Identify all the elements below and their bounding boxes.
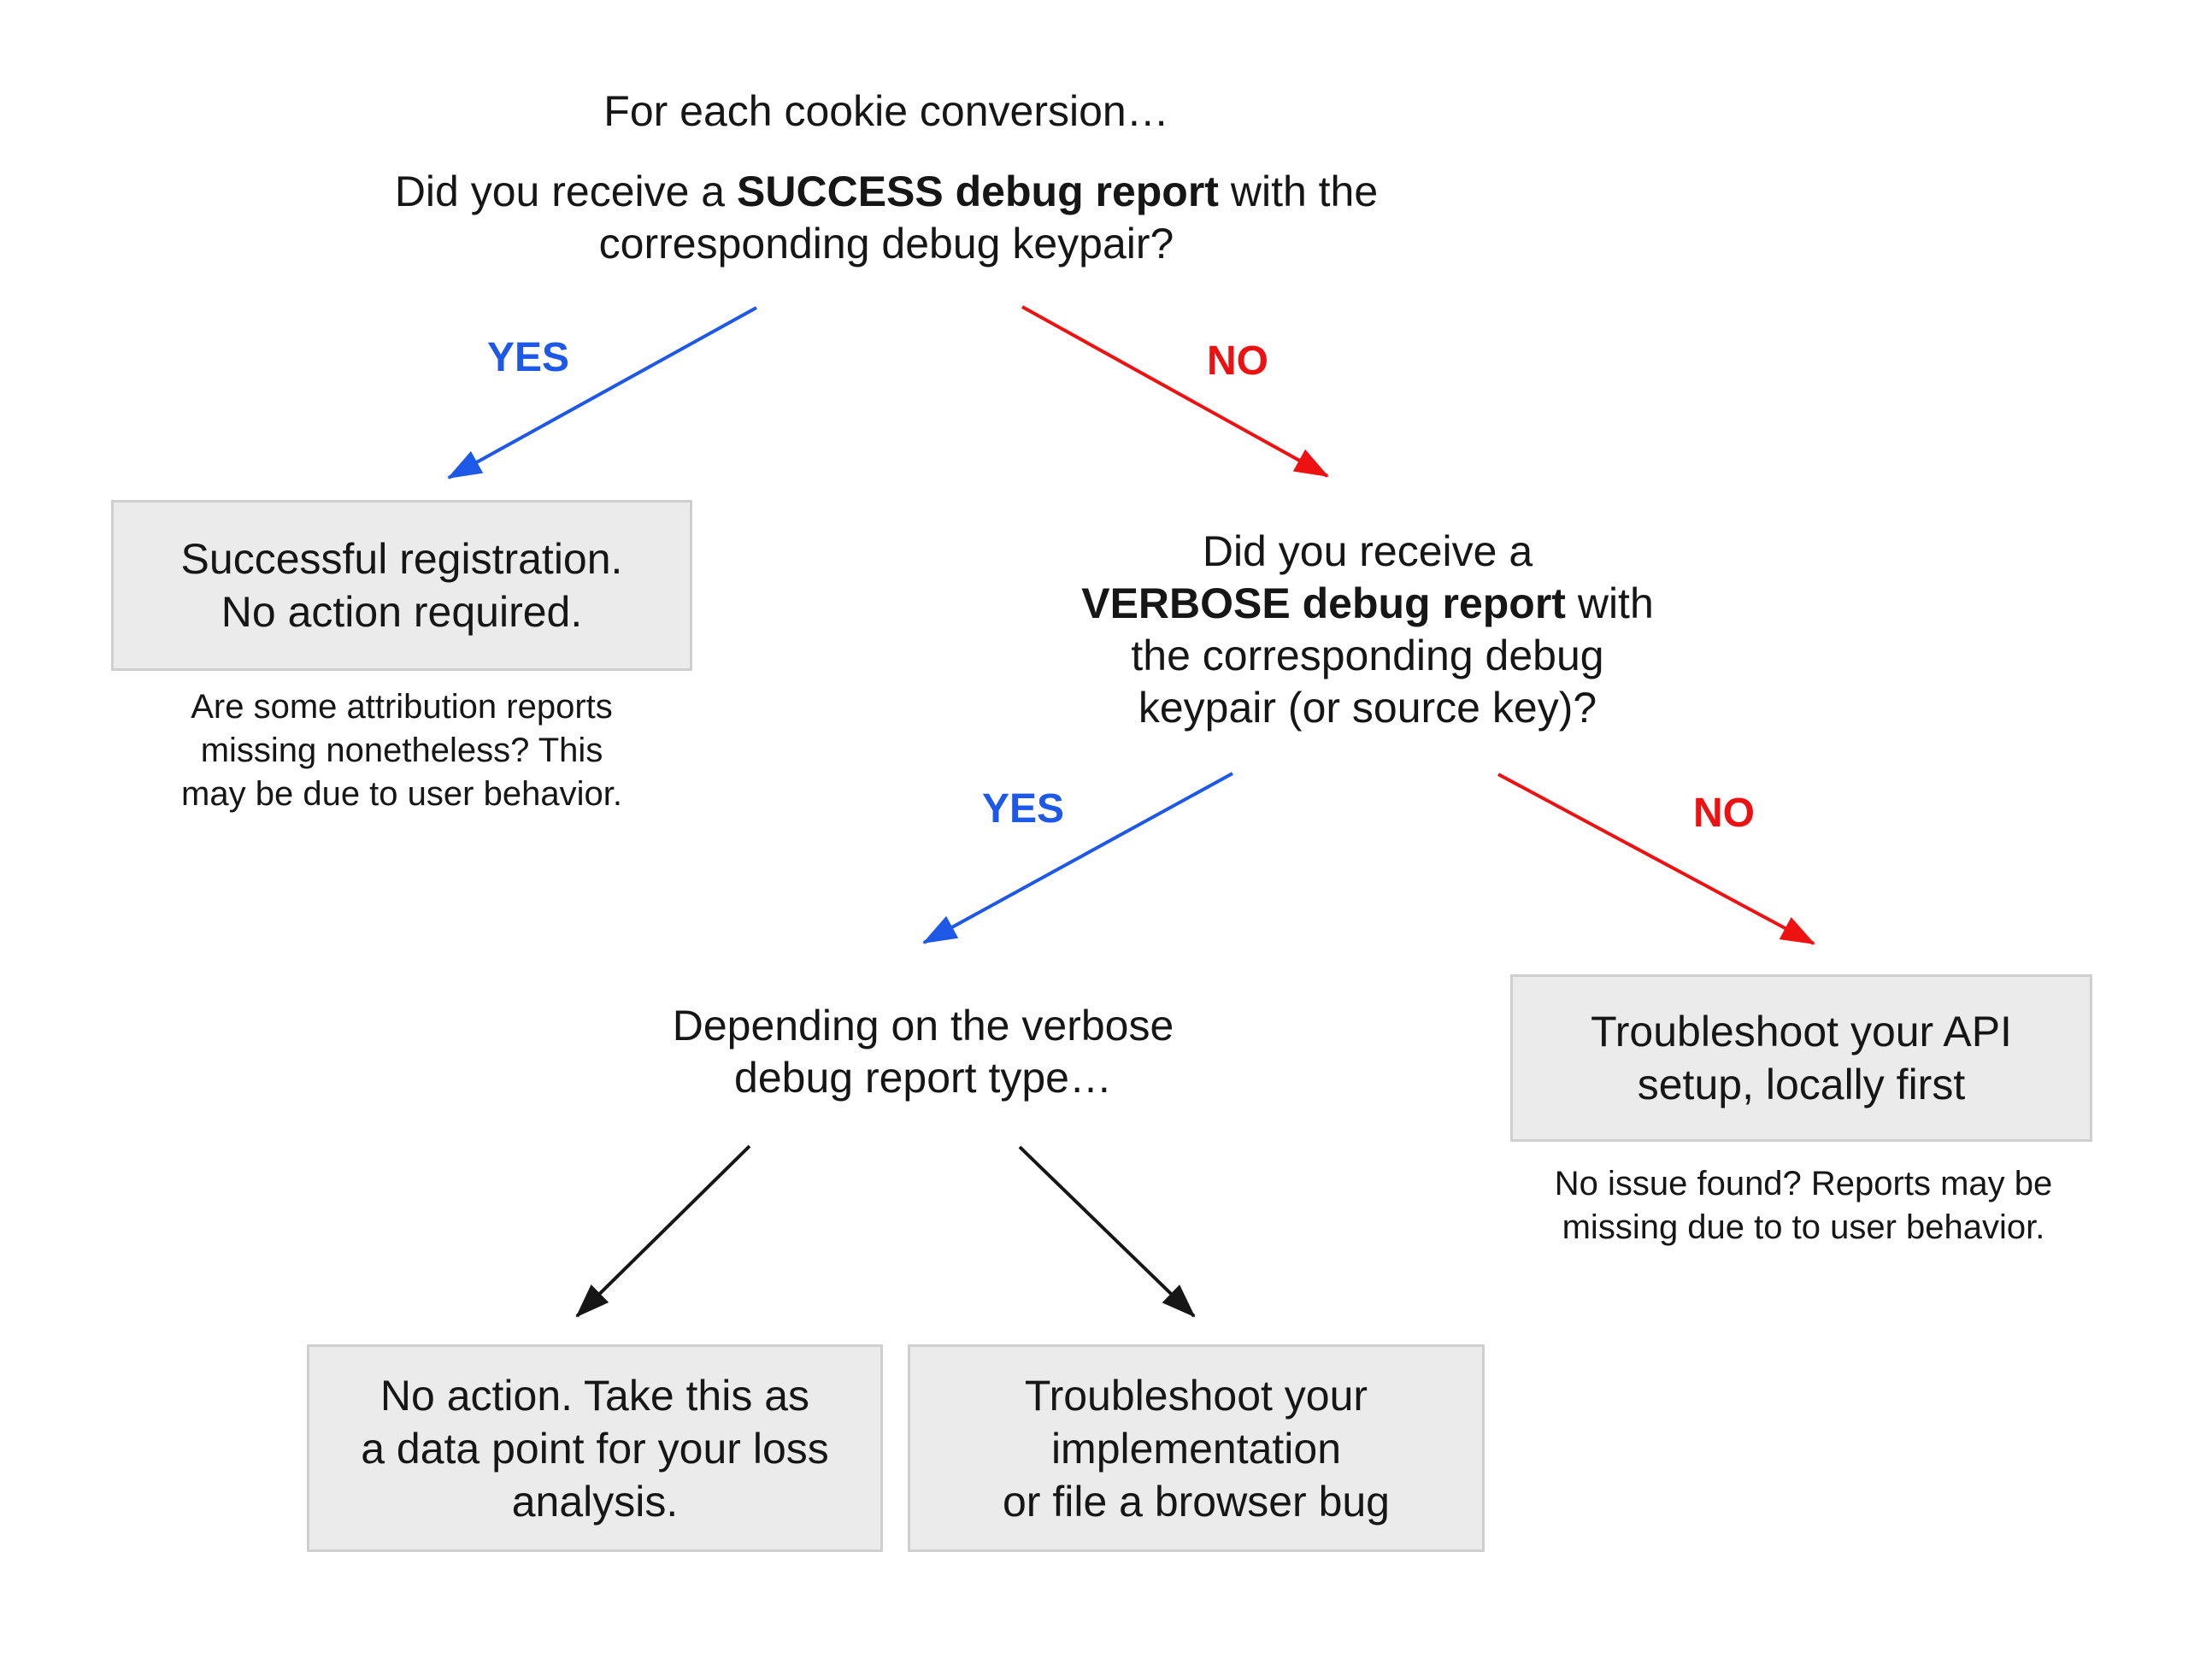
question-verbose-report: Did you receive a VERBOSE debug report w… <box>1043 526 1692 734</box>
question-bold-text: SUCCESS debug report <box>737 168 1219 215</box>
box-troubleshoot-implementation: Troubleshoot your implementation or file… <box>908 1344 1485 1552</box>
no-label-verbose-branch: NO <box>1693 791 1755 836</box>
box-troubleshoot-api: Troubleshoot your API setup, locally fir… <box>1510 974 2092 1142</box>
node-line: Depending on the verbose <box>672 1002 1174 1049</box>
note-line: may be due to user behavior. <box>181 775 622 813</box>
yes-arrow-success-branch <box>447 306 757 479</box>
no-arrow-success-branch <box>1021 305 1329 478</box>
yes-label-success-branch: YES <box>486 335 570 380</box>
box-line: implementation <box>1050 1424 1342 1473</box>
question-line: corresponding debug keypair? <box>598 220 1174 268</box>
box-line: Troubleshoot your <box>1024 1371 1368 1420</box>
box-text: Troubleshoot your implementation or file… <box>1003 1369 1390 1528</box>
box-line: or file a browser bug <box>1002 1477 1390 1526</box>
note-line: Are some attribution reports <box>191 688 613 726</box>
box-no-action-loss-analysis: No action. Take this as a data point for… <box>307 1344 883 1552</box>
diagram-title: For each cookie conversion… <box>603 87 1169 135</box>
question-line: VERBOSE debug report with <box>1043 578 1692 630</box>
box-successful-registration: Successful registration. No action requi… <box>111 500 692 671</box>
question-text: with the <box>1218 168 1379 215</box>
box-line: Successful registration. <box>180 535 623 583</box>
box-text: Troubleshoot your API setup, locally fir… <box>1591 1005 2012 1111</box>
node-depending-on-type: Depending on the verbose debug report ty… <box>624 1000 1222 1104</box>
box-text: No action. Take this as a data point for… <box>361 1369 829 1528</box>
question-success-report: Did you receive a SUCCESS debug report w… <box>331 166 1442 270</box>
question-line: Did you receive a <box>1202 527 1533 575</box>
no-label-success-branch: NO <box>1207 338 1268 384</box>
box-text: Successful registration. No action requi… <box>181 532 623 638</box>
note-no-issue-found: No issue found? Reports may be missing d… <box>1462 1162 2145 1249</box>
yes-label-verbose-branch: YES <box>981 786 1065 832</box>
box-line: analysis. <box>511 1477 679 1526</box>
arrow-to-implementation-box <box>1018 1145 1196 1318</box>
question-text: Did you receive a <box>394 168 738 215</box>
box-line: setup, locally first <box>1637 1061 1966 1108</box>
question-text: with <box>1565 579 1654 627</box>
question-line: the corresponding debug <box>1131 632 1604 679</box>
box-line: a data point for your loss <box>361 1424 829 1473</box>
note-line: missing due to to user behavior. <box>1562 1208 2045 1246</box>
box-line: No action. Take this as <box>379 1371 810 1420</box>
note-line: No issue found? Reports may be <box>1554 1165 2053 1202</box>
node-line: debug report type… <box>734 1054 1112 1102</box>
question-bold-text: VERBOSE debug report <box>1081 579 1566 627</box>
arrow-to-no-action-box <box>575 1144 751 1318</box>
box-line: Troubleshoot your API <box>1591 1008 2012 1055</box>
note-attribution-reports: Are some attribution reports missing non… <box>85 685 718 816</box>
question-line: Did you receive a SUCCESS debug report w… <box>331 166 1442 218</box>
note-line: missing nonetheless? This <box>200 732 603 769</box>
question-line: keypair (or source key)? <box>1138 684 1597 732</box>
box-line: No action required. <box>221 588 583 636</box>
